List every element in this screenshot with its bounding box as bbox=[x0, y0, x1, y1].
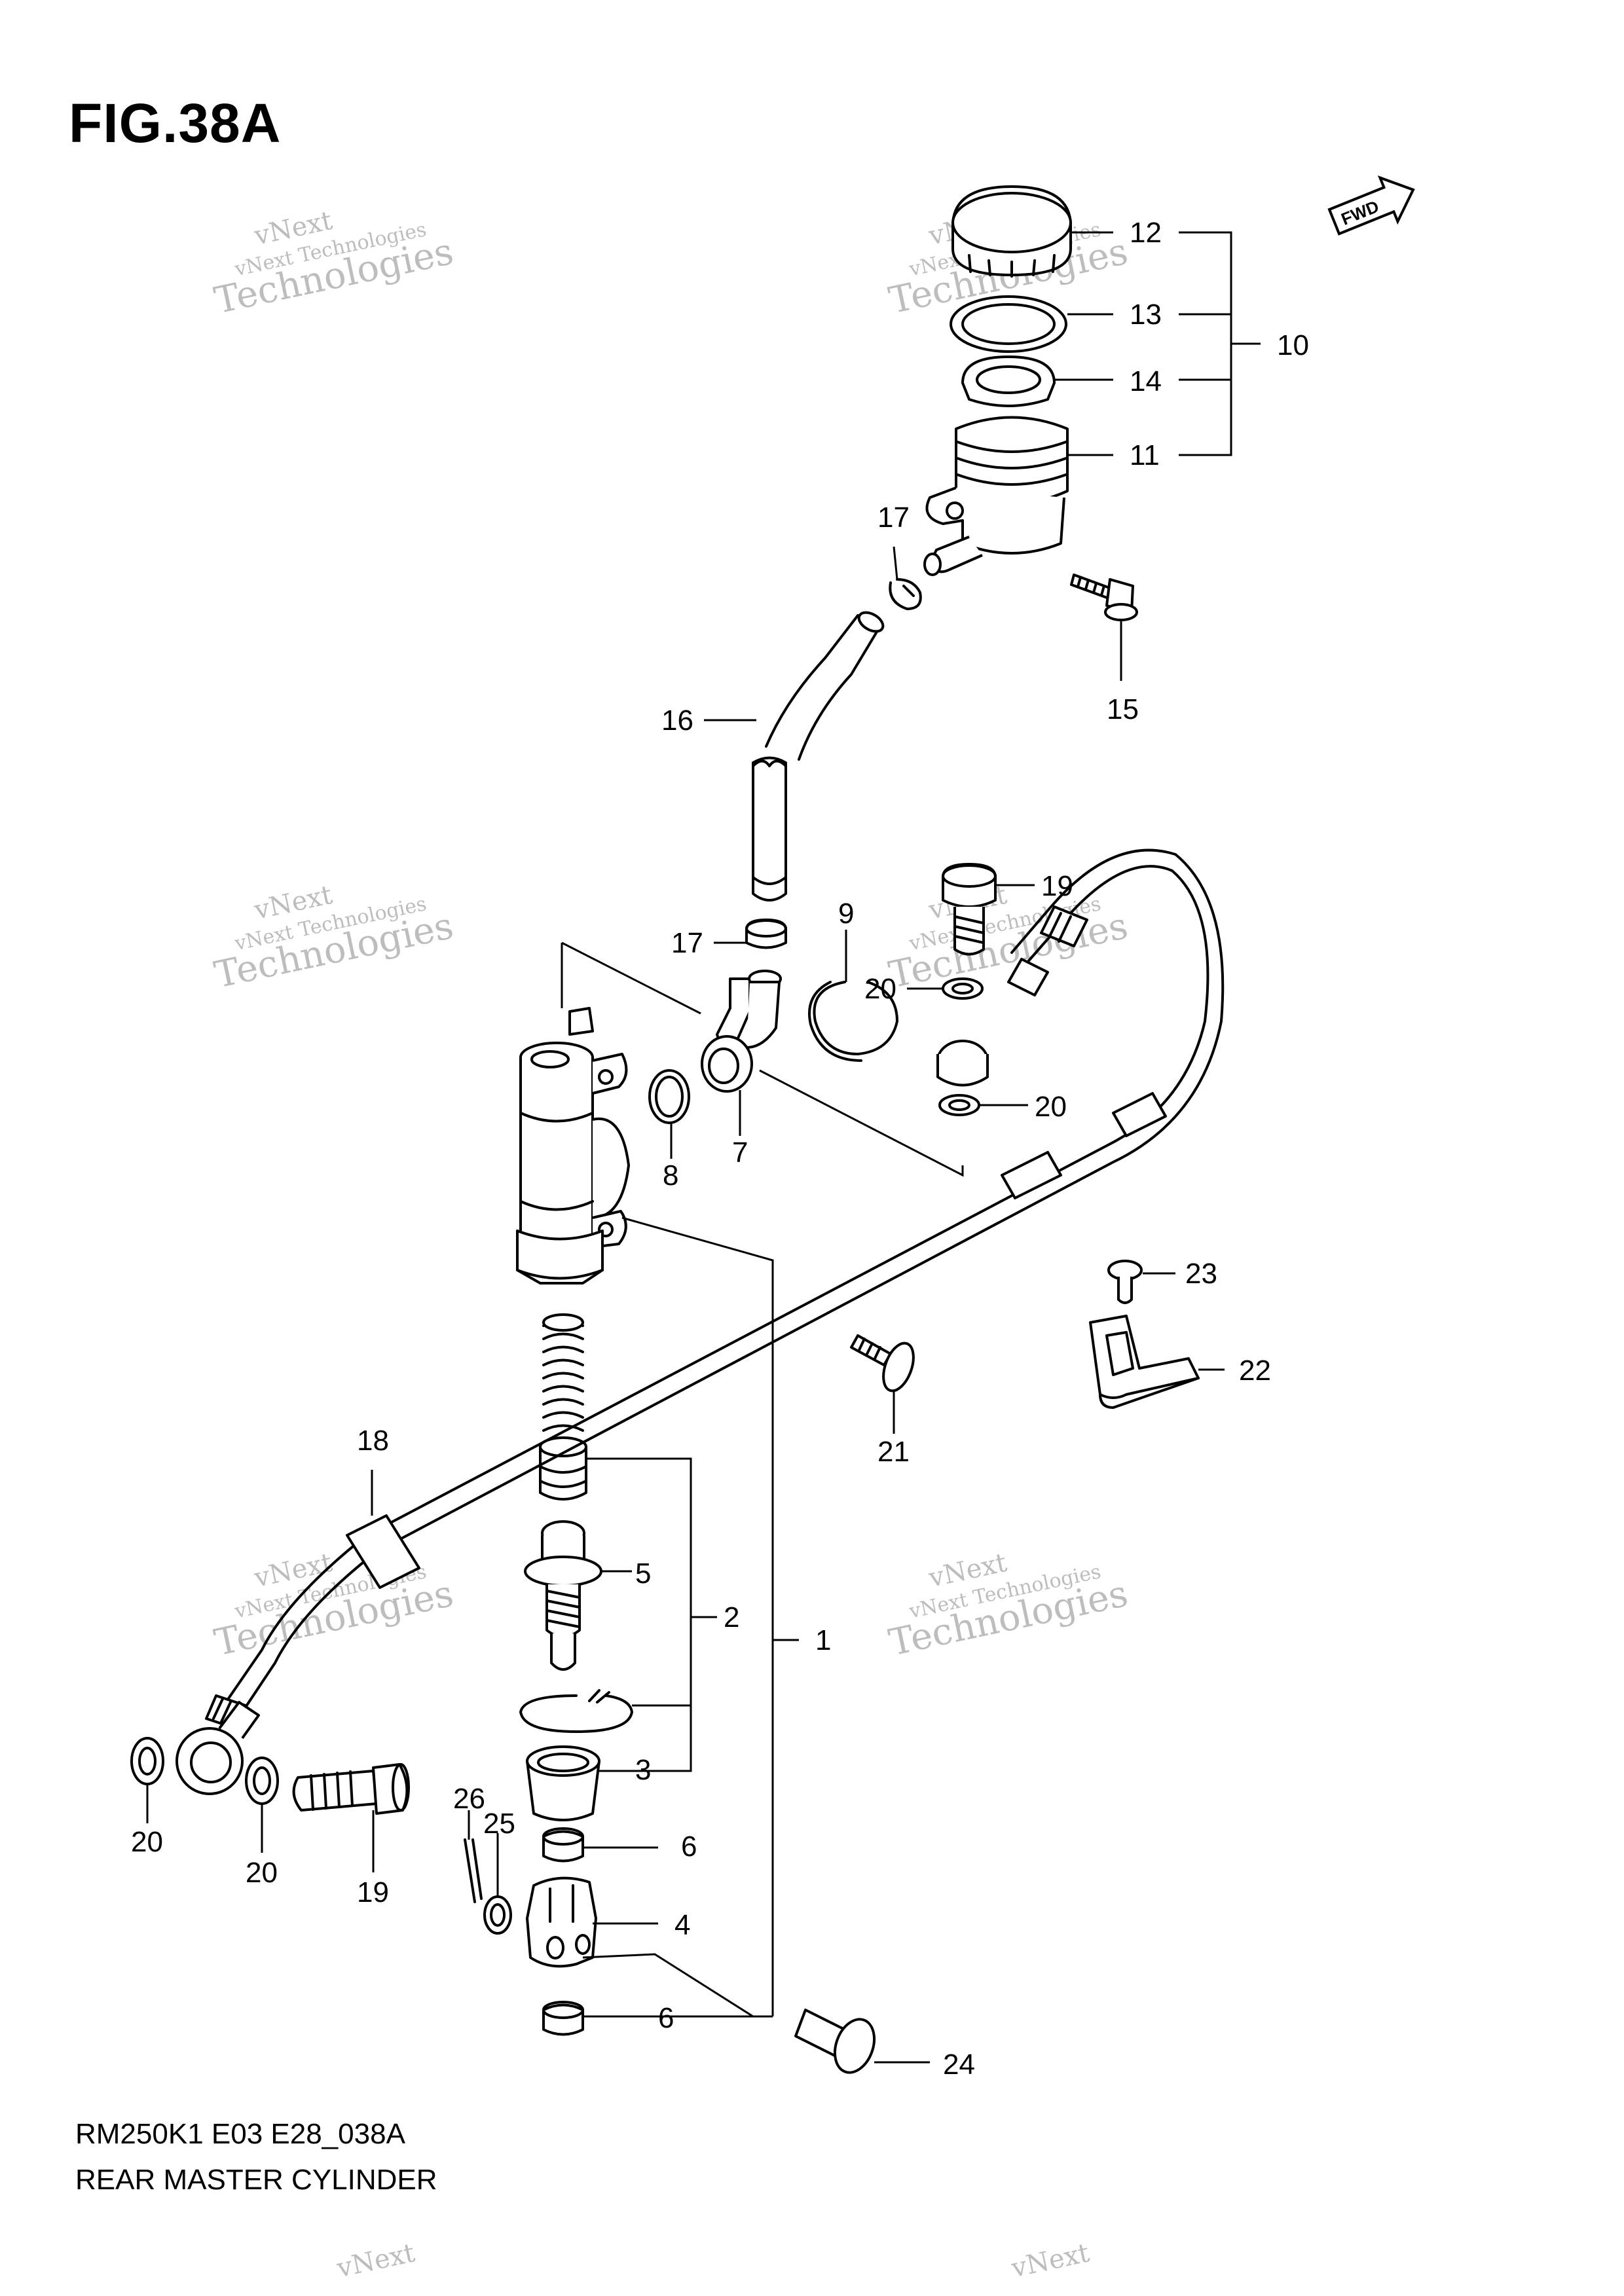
callout-25: 25 bbox=[483, 1808, 515, 1840]
svg-text:vNext: vNext bbox=[334, 2238, 418, 2284]
reservoir-tank bbox=[923, 416, 1069, 576]
callout-19b: 19 bbox=[357, 1876, 389, 1908]
callout-7: 7 bbox=[732, 1137, 748, 1169]
circlip-lower bbox=[519, 1689, 633, 1733]
callout-20c: 20 bbox=[131, 1826, 163, 1858]
callout-22: 22 bbox=[1239, 1355, 1271, 1387]
banjo-fitting-upper bbox=[936, 1040, 989, 1087]
callout-16: 16 bbox=[661, 704, 693, 737]
o-ring bbox=[648, 1069, 690, 1124]
lock-nut-upper bbox=[542, 1827, 584, 1863]
callout-26: 26 bbox=[453, 1783, 485, 1815]
washer-lower-2 bbox=[245, 1757, 279, 1805]
brake-hose bbox=[205, 848, 1225, 1730]
watermark-4: vNext vNext Technologies Technologies bbox=[885, 880, 1132, 997]
svg-text:vNext: vNext bbox=[1008, 2238, 1092, 2284]
callout-20d: 20 bbox=[246, 1857, 278, 1889]
union-bolt-upper bbox=[942, 863, 997, 956]
washer-upper-1 bbox=[942, 977, 984, 1000]
watermark-1: vNext vNext Technologies Technologies bbox=[211, 206, 457, 323]
figure-model-code: RM250K1 E03 E28_038A bbox=[75, 2118, 405, 2150]
reservoir-hose bbox=[752, 611, 885, 902]
circlip-upper bbox=[808, 981, 898, 1062]
reservoir-diaphragm bbox=[961, 355, 1056, 407]
figure-name: REAR MASTER CYLINDER bbox=[75, 2164, 437, 2196]
callout-14: 14 bbox=[1130, 365, 1162, 397]
watermark-3: vNext vNext Technologies Technologies bbox=[211, 880, 457, 997]
callout-15: 15 bbox=[1107, 693, 1139, 725]
washer-lower-1 bbox=[130, 1737, 164, 1785]
boot bbox=[526, 1745, 600, 1821]
fwd-arrow-icon: FWD bbox=[1327, 175, 1415, 236]
callout-17b: 17 bbox=[671, 927, 703, 959]
callout-5: 5 bbox=[635, 1558, 651, 1590]
callout-21: 21 bbox=[877, 1436, 910, 1468]
piston-cup bbox=[539, 1436, 587, 1501]
callout-labels: 1 2 3 4 5 6 6 7 8 9 10 11 12 13 14 15 16… bbox=[131, 217, 1309, 2081]
callout-1: 1 bbox=[815, 1624, 831, 1656]
callout-18: 18 bbox=[357, 1425, 389, 1457]
callout-2: 2 bbox=[724, 1601, 739, 1633]
leader-lines bbox=[146, 231, 1261, 2064]
callout-20b: 20 bbox=[1035, 1091, 1067, 1123]
figure-title: FIG.38A bbox=[69, 92, 282, 154]
callout-13: 13 bbox=[1130, 299, 1162, 331]
watermark-8: vNext bbox=[1008, 2238, 1092, 2284]
hose-clamp-upper bbox=[889, 578, 922, 610]
banjo-fitting-lower bbox=[175, 1701, 260, 1795]
callout-20a: 20 bbox=[864, 973, 896, 1005]
callout-24: 24 bbox=[943, 2049, 975, 2081]
callout-11: 11 bbox=[1130, 439, 1160, 471]
watermark-7: vNext bbox=[334, 2238, 418, 2284]
callout-9: 9 bbox=[838, 898, 854, 930]
washer-small bbox=[483, 1895, 512, 1935]
callout-12: 12 bbox=[1130, 217, 1162, 249]
brake-hose-screw bbox=[850, 1334, 915, 1393]
cotter-pin bbox=[464, 1838, 483, 1903]
union-bolt-lower bbox=[292, 1763, 410, 1815]
watermark-6: vNext vNext Technologies Technologies bbox=[885, 1548, 1132, 1665]
callout-19a: 19 bbox=[1041, 870, 1073, 902]
callout-10: 10 bbox=[1277, 329, 1309, 361]
clevis bbox=[526, 1876, 597, 1968]
push-rod bbox=[524, 1520, 602, 1671]
hose-guide-screw bbox=[1107, 1260, 1143, 1304]
hose-clamp-lower bbox=[745, 919, 787, 949]
callout-3: 3 bbox=[635, 1754, 651, 1786]
lock-nut-lower bbox=[542, 2001, 584, 2036]
callout-8: 8 bbox=[663, 1159, 678, 1192]
reservoir-cap bbox=[951, 185, 1072, 278]
callout-4: 4 bbox=[674, 1909, 690, 1941]
master-cylinder-body bbox=[516, 1007, 630, 1285]
callout-6a: 6 bbox=[681, 1831, 697, 1863]
hose-guide bbox=[1089, 1315, 1200, 1409]
clevis-pin bbox=[794, 2009, 876, 2074]
reservoir-diaphragm-plate bbox=[950, 295, 1067, 353]
callout-17a: 17 bbox=[877, 501, 910, 534]
reservoir-bolt bbox=[1070, 574, 1138, 621]
return-spring bbox=[542, 1313, 584, 1432]
hose-joint bbox=[701, 970, 782, 1093]
washer-upper-2 bbox=[938, 1094, 980, 1116]
callout-6b: 6 bbox=[658, 2002, 674, 2034]
callout-23: 23 bbox=[1185, 1258, 1217, 1290]
